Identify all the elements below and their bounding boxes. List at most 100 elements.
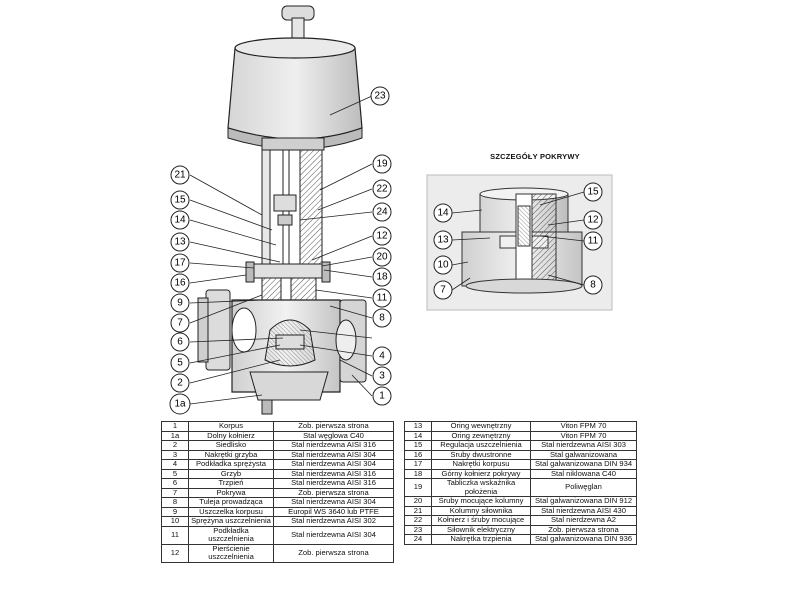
part-number: 17: [404, 459, 432, 470]
part-name: Tabliczka wskaźnika położenia: [431, 478, 531, 497]
detail-callout-14: 14: [433, 203, 453, 223]
detail-callout-8: 8: [583, 275, 603, 295]
part-material: Stal nierdzewna AISI 304: [273, 459, 394, 470]
svg-text:4: 4: [379, 351, 385, 362]
part-number: 18: [404, 468, 432, 479]
svg-text:13: 13: [437, 235, 449, 246]
svg-text:22: 22: [376, 184, 388, 195]
part-name: Sprężyna uszczelnienia: [188, 516, 274, 527]
detail-title: SZCZEGÓŁY POKRYWY: [490, 152, 580, 161]
svg-text:9: 9: [177, 298, 183, 309]
callout-11: 11: [372, 288, 392, 308]
svg-text:23: 23: [374, 91, 386, 102]
part-name: Trzpień: [188, 478, 274, 489]
part-material: Stal galwanizowana DIN 912: [530, 496, 637, 507]
part-name: Nakrętka trzpienia: [431, 534, 531, 545]
svg-text:16: 16: [174, 278, 186, 289]
valve-body: [197, 289, 367, 415]
actuator-columns: [261, 149, 323, 341]
callout-13: 13: [170, 232, 190, 252]
part-material: Stal nierdzewna AISI 304: [273, 525, 394, 545]
part-material: Viton FPM 70: [530, 421, 637, 432]
part-number: 10: [161, 516, 189, 527]
actuator: [227, 5, 363, 151]
part-number: 8: [161, 497, 189, 508]
part-name: Podkładka uszczelnienia: [188, 525, 274, 545]
svg-text:17: 17: [174, 258, 186, 269]
svg-text:1a: 1a: [174, 399, 186, 410]
part-material: Stal galwanizowana DIN 936: [530, 534, 637, 545]
part-name: Siedlisko: [188, 440, 274, 451]
callout-14: 14: [170, 210, 190, 230]
part-name: Podkładka sprężysta: [188, 459, 274, 470]
svg-text:11: 11: [377, 293, 388, 304]
part-material: Stal nierdzewna AISI 316: [273, 478, 394, 489]
part-number: 4: [161, 459, 189, 470]
callout-17: 17: [170, 253, 190, 273]
svg-text:10: 10: [437, 260, 449, 271]
callout-12: 12: [372, 226, 392, 246]
callout-7: 7: [170, 313, 190, 333]
svg-text:12: 12: [376, 231, 388, 242]
svg-text:11: 11: [588, 236, 599, 247]
svg-text:13: 13: [174, 237, 186, 248]
svg-text:15: 15: [587, 187, 599, 198]
part-number: 15: [404, 440, 432, 451]
part-number: 22: [404, 515, 432, 526]
callout-21: 21: [170, 165, 190, 185]
part-number: 20: [404, 496, 432, 507]
callout-1: 1: [372, 386, 392, 406]
callout-5: 5: [170, 353, 190, 373]
svg-text:20: 20: [376, 252, 388, 263]
detail-callout-11: 11: [583, 231, 603, 251]
leader-lines: [189, 95, 585, 405]
detail-callout-10: 10: [433, 255, 453, 275]
part-name: Tuleja prowadząca: [188, 497, 274, 508]
part-name: Pierścienie uszczelnienia: [188, 543, 274, 563]
part-number: 6: [161, 478, 189, 489]
part-material: Stal nierdzewna AISI 316: [273, 440, 394, 451]
part-number: 13: [404, 421, 432, 432]
svg-text:19: 19: [376, 159, 388, 170]
svg-text:2: 2: [177, 378, 183, 389]
part-material: Stal galwanizowana DIN 934: [530, 459, 637, 470]
callout-18: 18: [372, 267, 392, 287]
callout-23: 23: [370, 86, 390, 106]
callout-16: 16: [170, 273, 190, 293]
svg-text:15: 15: [174, 195, 186, 206]
part-material: Poliwęglan: [530, 478, 637, 497]
svg-text:21: 21: [174, 170, 186, 181]
svg-text:6: 6: [177, 337, 183, 348]
part-number: 1: [161, 421, 189, 432]
part-material: Zob. pierwsza strona: [273, 421, 394, 432]
callout-22: 22: [372, 179, 392, 199]
part-name: Śruby mocujące kolumny: [431, 496, 531, 507]
part-name: Nakrętki korpusu: [431, 459, 531, 470]
detail-callout-13: 13: [433, 230, 453, 250]
bonnet-detail-view: [426, 174, 613, 311]
svg-text:12: 12: [587, 215, 599, 226]
part-name: Regulacja uszczelnienia: [431, 440, 531, 451]
callout-1a: 1a: [169, 393, 191, 415]
callout-24: 24: [372, 202, 392, 222]
callout-15: 15: [170, 190, 190, 210]
valve-drawing: 23 21 15 14 13 17 16 9 7 6 5 2 1a 19 22 …: [169, 5, 613, 415]
part-material: Stal niklowana C40: [530, 468, 637, 479]
svg-text:5: 5: [177, 358, 183, 369]
part-material: Zob. pierwsza strona: [273, 543, 394, 563]
